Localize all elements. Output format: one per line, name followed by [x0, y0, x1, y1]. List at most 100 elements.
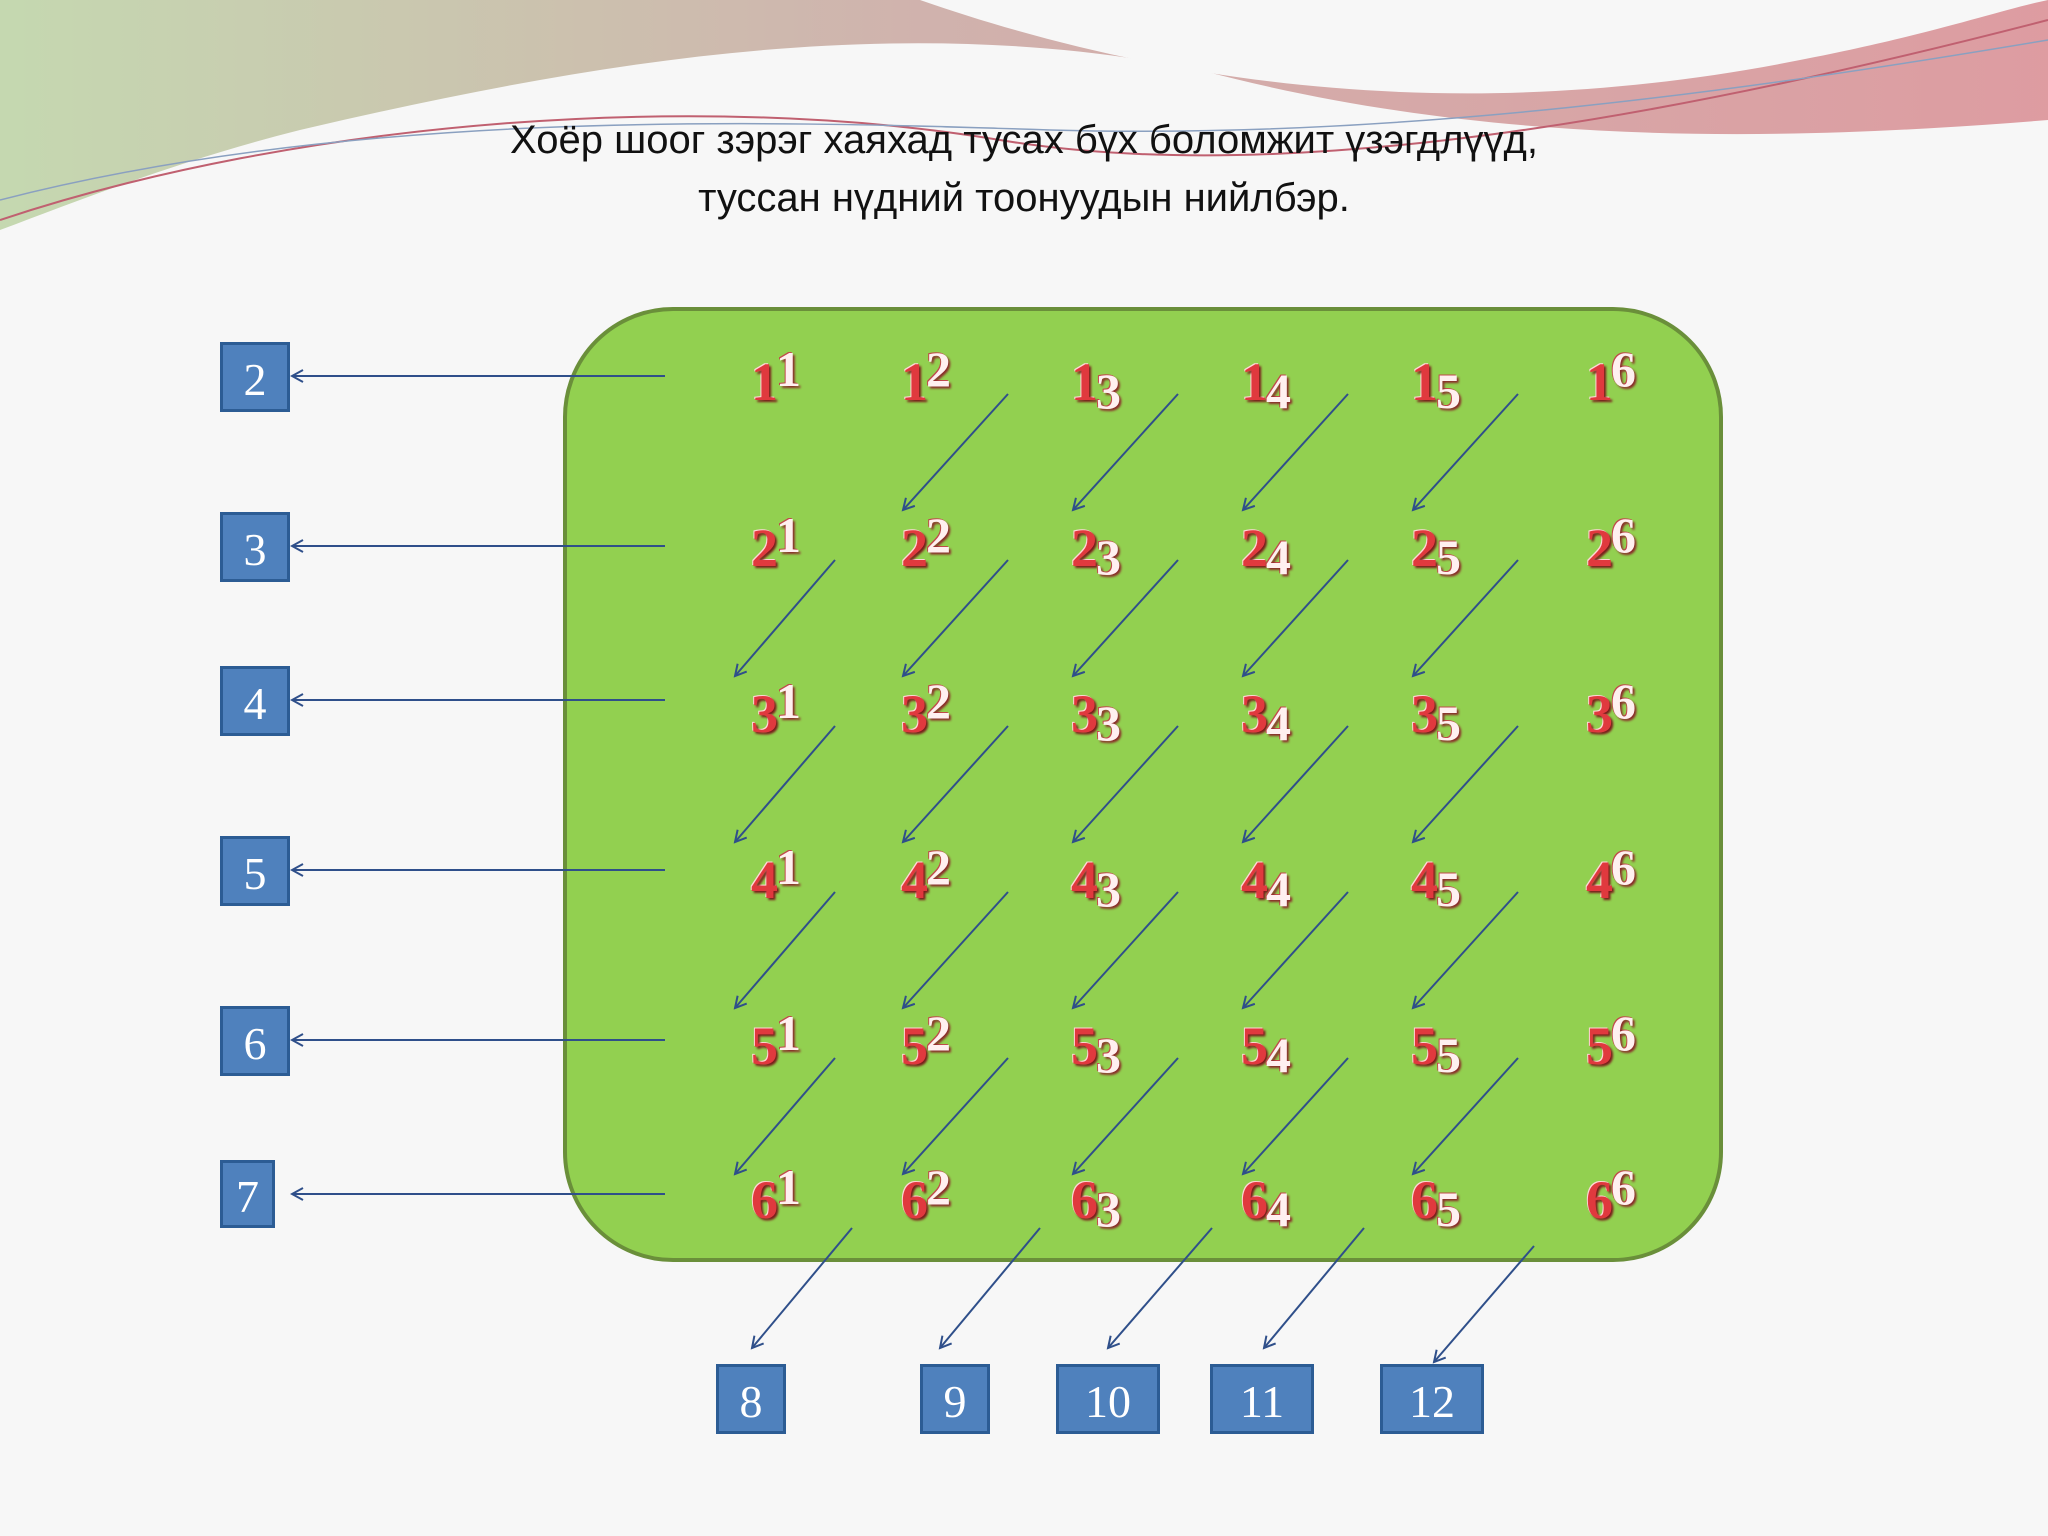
sum-box-11: 11 [1210, 1364, 1314, 1434]
second-die-digit: 1 [776, 1005, 801, 1061]
first-die-digit: 3 [1241, 684, 1268, 744]
second-die-digit: 5 [1436, 1181, 1461, 1237]
outcome-cell-32: 32 [860, 669, 990, 759]
outcome-cell-56: 56 [1545, 1001, 1675, 1091]
arrow-to-sum-9 [940, 1227, 1041, 1348]
second-die-digit: 4 [1266, 861, 1291, 917]
outcome-cell-51: 51 [710, 1001, 840, 1091]
first-die-digit: 4 [1586, 850, 1613, 910]
diagonal-arrow [903, 559, 1009, 676]
outcome-cell-16: 16 [1545, 337, 1675, 427]
second-die-digit: 3 [1096, 1181, 1121, 1237]
diagonal-arrow [735, 725, 836, 842]
outcome-cell-65: 65 [1370, 1155, 1500, 1245]
second-die-digit: 2 [926, 673, 951, 729]
first-die-digit: 1 [901, 352, 928, 412]
outcome-cell-42: 42 [860, 835, 990, 925]
outcome-cell-12: 12 [860, 337, 990, 427]
first-die-digit: 3 [1586, 684, 1613, 744]
outcome-cell-46: 46 [1545, 835, 1675, 925]
outcome-cell-34: 34 [1200, 669, 1330, 759]
diagonal-arrow [1243, 559, 1349, 676]
second-die-digit: 3 [1096, 1027, 1121, 1083]
diagonal-arrow [1413, 891, 1519, 1008]
first-die-digit: 6 [1241, 1170, 1268, 1230]
outcome-cell-36: 36 [1545, 669, 1675, 759]
second-die-digit: 3 [1096, 363, 1121, 419]
first-die-digit: 6 [901, 1170, 928, 1230]
second-die-digit: 1 [776, 1159, 801, 1215]
diagonal-arrow [1073, 393, 1179, 510]
first-die-digit: 6 [1071, 1170, 1098, 1230]
first-die-digit: 1 [1241, 352, 1268, 412]
sum-box-10: 10 [1056, 1364, 1160, 1434]
page-title-line2: туссан нүдний тоонуудын нийлбэр. [698, 176, 1350, 220]
diagonal-arrow [1413, 1057, 1519, 1174]
second-die-digit: 5 [1436, 861, 1461, 917]
first-die-digit: 1 [1071, 352, 1098, 412]
second-die-digit: 6 [1611, 1005, 1636, 1061]
diagonal-arrow [903, 891, 1009, 1008]
outcome-cell-21: 21 [710, 503, 840, 593]
first-die-digit: 5 [1586, 1016, 1613, 1076]
first-die-digit: 2 [901, 518, 928, 578]
outcome-cell-26: 26 [1545, 503, 1675, 593]
first-die-digit: 3 [1411, 684, 1438, 744]
first-die-digit: 4 [751, 850, 778, 910]
first-die-digit: 5 [901, 1016, 928, 1076]
diagonal-arrow [1243, 891, 1349, 1008]
diagonal-arrow [1413, 559, 1519, 676]
first-die-digit: 5 [1071, 1016, 1098, 1076]
outcome-cell-44: 44 [1200, 835, 1330, 925]
first-die-digit: 3 [751, 684, 778, 744]
sum-box-4: 4 [220, 666, 290, 736]
second-die-digit: 6 [1611, 673, 1636, 729]
arrow-to-sum-11 [1264, 1227, 1365, 1348]
diagonal-arrow [903, 725, 1009, 842]
second-die-digit: 2 [926, 1159, 951, 1215]
diagonal-arrow [903, 1057, 1009, 1174]
first-die-digit: 2 [1071, 518, 1098, 578]
outcome-cell-64: 64 [1200, 1155, 1330, 1245]
second-die-digit: 4 [1266, 1181, 1291, 1237]
outcome-cell-54: 54 [1200, 1001, 1330, 1091]
sum-box-9: 9 [920, 1364, 990, 1434]
second-die-digit: 1 [776, 507, 801, 563]
diagonal-arrow [1413, 393, 1519, 510]
diagonal-arrow [735, 559, 836, 676]
outcome-cell-61: 61 [710, 1155, 840, 1245]
first-die-digit: 4 [1411, 850, 1438, 910]
second-die-digit: 2 [926, 507, 951, 563]
outcome-cell-63: 63 [1030, 1155, 1160, 1245]
second-die-digit: 5 [1436, 695, 1461, 751]
outcome-cell-11: 11 [710, 337, 840, 427]
first-die-digit: 2 [1241, 518, 1268, 578]
outcome-cell-62: 62 [860, 1155, 990, 1245]
outcome-cell-33: 33 [1030, 669, 1160, 759]
second-die-digit: 5 [1436, 1027, 1461, 1083]
first-die-digit: 1 [751, 352, 778, 412]
first-die-digit: 2 [1411, 518, 1438, 578]
first-die-digit: 6 [1586, 1170, 1613, 1230]
second-die-digit: 5 [1436, 529, 1461, 585]
sum-box-5: 5 [220, 836, 290, 906]
second-die-digit: 1 [776, 839, 801, 895]
first-die-digit: 3 [901, 684, 928, 744]
second-die-digit: 4 [1266, 695, 1291, 751]
outcome-cell-31: 31 [710, 669, 840, 759]
first-die-digit: 6 [751, 1170, 778, 1230]
diagonal-arrow [1073, 1057, 1179, 1174]
second-die-digit: 2 [926, 839, 951, 895]
first-die-digit: 4 [1071, 850, 1098, 910]
second-die-digit: 6 [1611, 341, 1636, 397]
second-die-digit: 2 [926, 1005, 951, 1061]
second-die-digit: 3 [1096, 529, 1121, 585]
first-die-digit: 5 [751, 1016, 778, 1076]
outcome-board [563, 307, 1723, 1262]
sum-box-8: 8 [716, 1364, 786, 1434]
diagonal-arrow [1243, 393, 1349, 510]
first-die-digit: 3 [1071, 684, 1098, 744]
sum-box-3: 3 [220, 512, 290, 582]
second-die-digit: 3 [1096, 695, 1121, 751]
